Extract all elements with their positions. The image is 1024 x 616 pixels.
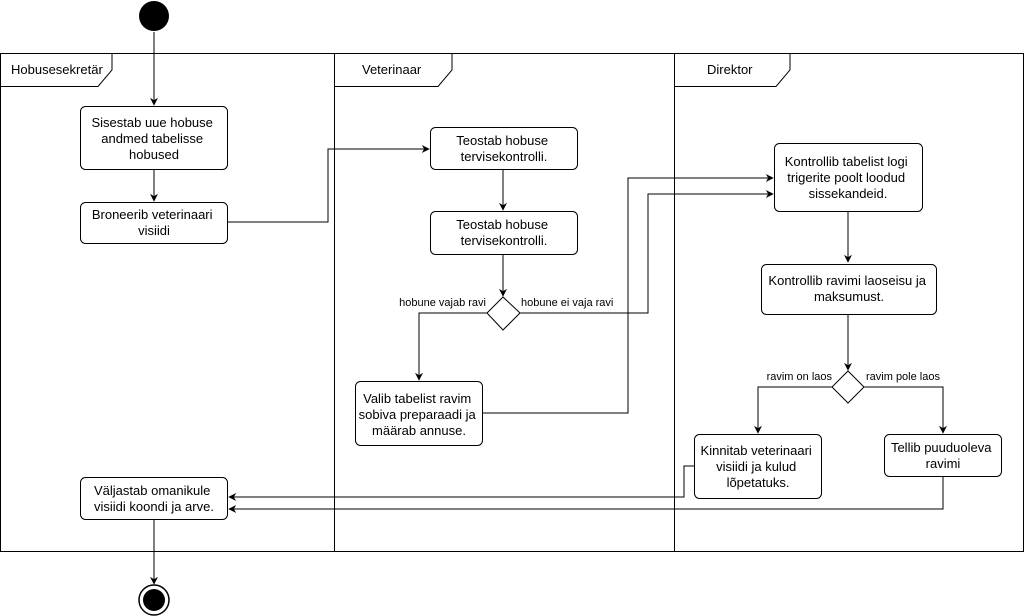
node-check-stock: Kontrollib ravimi laoseisu ja maksumust. <box>761 264 937 315</box>
node-health-check-1: Teostab hobuse tervisekontrolli. <box>430 127 578 170</box>
svg-text:Broneerib veterinaari vi: Broneerib veterinaari visiidi <box>92 207 216 238</box>
edge-decision-to-confirm <box>754 386 832 434</box>
edge-choose-to-checklog <box>483 174 774 414</box>
node-enter-data: Sisestab uue hobuse andmed tabelisse hob… <box>80 106 228 170</box>
svg-text:Teostab hobuse terviseko: Teostab hobuse tervisekontrolli. <box>456 217 551 248</box>
edge-decision-to-choose <box>415 312 487 381</box>
node-check-log: Kontrollib tabelist logi trigerite poolt… <box>774 143 923 212</box>
node-book-vet: Broneerib veterinaari visiidi <box>80 202 228 244</box>
end-node <box>138 584 170 616</box>
edge-label-not-in-stock: ravim pole laos <box>866 371 940 383</box>
lane-label-direktor: Direktor <box>707 62 753 77</box>
decision-stock <box>831 370 865 404</box>
edge-label-no-treatment: hobune ei vaja ravi <box>521 297 613 309</box>
lane-direktor: Direktor <box>674 53 791 87</box>
decision-treatment <box>486 296 521 331</box>
node-issue-invoice: Väljastab omanikule visiidi koondi ja ar… <box>80 477 228 520</box>
node-confirm-visit: Kinnitab veterinaari visiidi ja kulud lõ… <box>694 434 822 499</box>
edge-decision-to-order <box>864 386 947 434</box>
edge-order-to-invoice <box>228 477 944 513</box>
lane-veterinaar: Veterinaar <box>334 53 453 87</box>
edges <box>150 32 947 585</box>
svg-text:Kinnitab veterinaari vis: Kinnitab veterinaari visiidi ja kulud lõ… <box>701 443 816 490</box>
svg-text:Kontrollib ravimi laoseisu ja: Kontrollib ravimi laoseisu ja maksumust. <box>768 273 929 304</box>
lane-hobusesekretar: Hobusesekretär <box>0 53 113 87</box>
node-order-medicine: Tellib puuduoleva ravimi <box>884 434 1002 477</box>
start-node <box>139 1 169 31</box>
svg-text:Kontrollib tabelist logi: Kontrollib tabelist logi trigerite poolt… <box>785 154 911 201</box>
edge-label-needs-treatment: hobune vajab ravi <box>399 297 486 309</box>
lane-label-hobusesekretar: Hobusesekretär <box>11 62 103 77</box>
edge-label-in-stock: ravim on laos <box>767 371 833 383</box>
svg-text:Väljastab omanikule visi: Väljastab omanikule visiidi koondi ja ar… <box>94 483 214 514</box>
svg-text:Tellib puuduoleva ravimi: Tellib puuduoleva ravimi <box>891 440 995 471</box>
edge-decision-to-checklog <box>520 190 774 314</box>
svg-text:Sisestab uue hobuse andm: Sisestab uue hobuse andmed tabelisse hob… <box>91 115 216 162</box>
edge-book-to-check1 <box>228 145 430 223</box>
lane-label-veterinaar: Veterinaar <box>362 62 422 77</box>
svg-text:Teostab hobuse terviseko: Teostab hobuse tervisekontrolli. <box>456 133 551 164</box>
svg-text:Valib tabelist ravim sob: Valib tabelist ravim sobiva preparaadi j… <box>359 391 480 438</box>
edge-confirm-to-invoice <box>228 465 694 501</box>
node-choose-treatment: Valib tabelist ravim sobiva preparaadi j… <box>355 381 483 446</box>
node-health-check-2: Teostab hobuse tervisekontrolli. <box>430 211 578 255</box>
